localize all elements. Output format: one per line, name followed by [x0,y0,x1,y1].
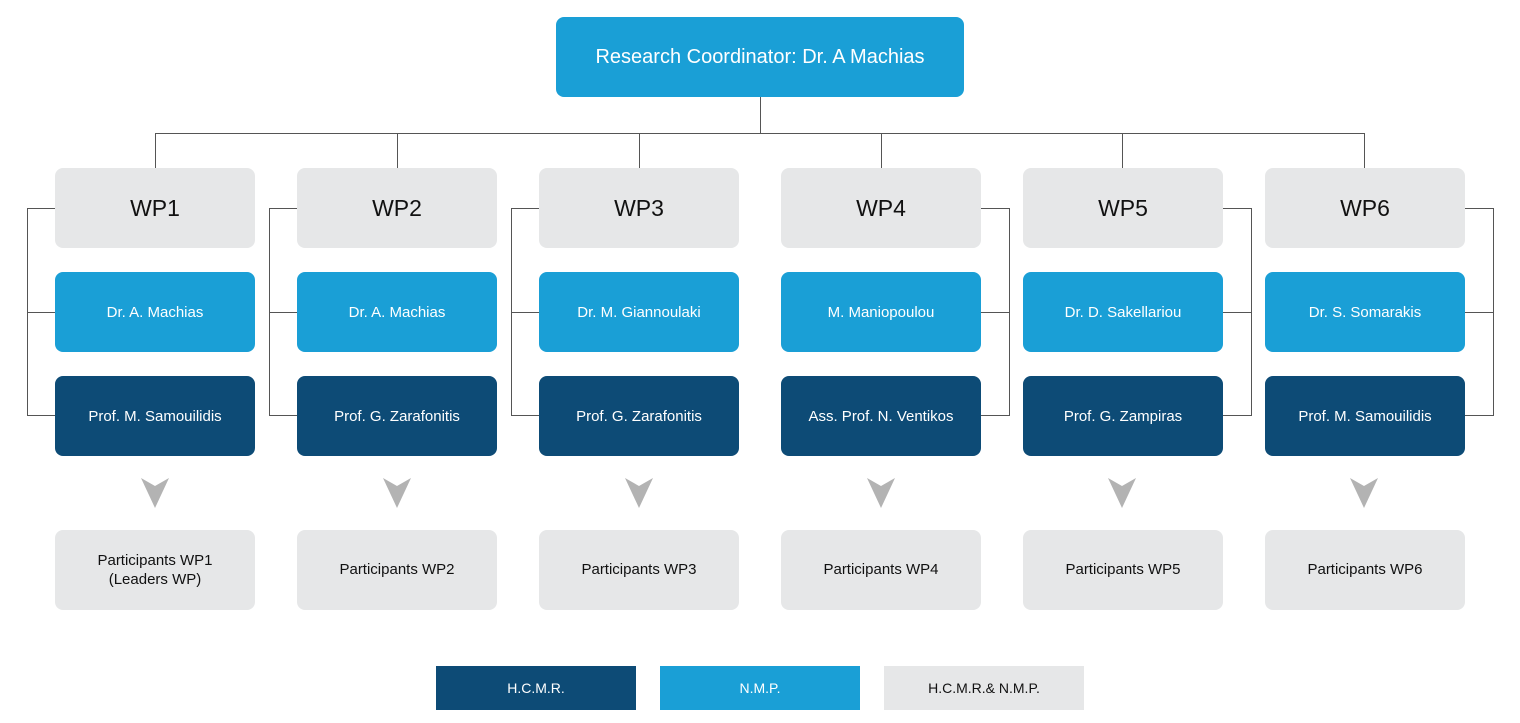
bracket-wp3-bottom [511,415,539,416]
participants-node: Participants WP6 [1265,530,1465,610]
participants-label: Participants WP2 [339,561,455,579]
hcmr-lead-label: Ass. Prof. N. Ventikos [808,407,954,425]
nmp-lead-node: Dr. A. Machias [297,272,497,352]
chevron-down-icon [867,478,895,508]
nmp-lead-node: Dr. M. Giannoulaki [539,272,739,352]
hcmr-lead-node: Prof. M. Samouilidis [55,376,255,456]
bracket-wp5-mid [1223,312,1251,313]
branch-bus [155,133,1365,134]
hcmr-lead-node: Prof. G. Zampiras [1023,376,1223,456]
branch-drop-wp4 [881,133,882,168]
bracket-wp2-top [269,208,297,209]
participants-label: Participants WP1 (Leaders WP) [97,551,213,589]
wp-label: WP3 [614,194,664,221]
branch-drop-wp2 [397,133,398,168]
nmp-lead-node: Dr. S. Somarakis [1265,272,1465,352]
participants-node: Participants WP2 [297,530,497,610]
hcmr-lead-node: Prof. G. Zarafonitis [297,376,497,456]
nmp-lead-label: Dr. S. Somarakis [1308,303,1422,321]
bracket-wp1-top [27,208,55,209]
wp-node: WP3 [539,168,739,248]
participants-node: Participants WP5 [1023,530,1223,610]
participants-label: Participants WP6 [1307,561,1423,579]
wp-label: WP6 [1340,194,1390,221]
bracket-wp1-bottom [27,415,55,416]
legend-item-nmp: N.M.P. [660,666,860,710]
participants-label: Participants WP5 [1065,561,1181,579]
research-coordinator-label: Research Coordinator: Dr. A Machias [595,45,925,68]
bracket-wp4-bottom [981,415,1009,416]
hcmr-lead-label: Prof. M. Samouilidis [88,407,222,425]
hcmr-lead-label: Prof. G. Zarafonitis [334,407,460,425]
branch-drop-wp6 [1364,133,1365,168]
bracket-wp2-bottom [269,415,297,416]
chevron-down-icon [141,478,169,508]
nmp-lead-node: Dr. D. Sakellariou [1023,272,1223,352]
wp-node: WP2 [297,168,497,248]
legend-item-hcmr: H.C.M.R. [436,666,636,710]
hcmr-lead-label: Prof. G. Zarafonitis [576,407,702,425]
wp-node: WP5 [1023,168,1223,248]
nmp-lead-label: Dr. D. Sakellariou [1064,303,1182,321]
wp-label: WP2 [372,194,422,221]
bracket-wp4-top [981,208,1009,209]
branch-drop-wp5 [1122,133,1123,168]
participants-label: Participants WP3 [581,561,697,579]
wp-node: WP6 [1265,168,1465,248]
wp-label: WP1 [130,194,180,221]
bracket-wp6-mid [1465,312,1493,313]
participants-node: Participants WP4 [781,530,981,610]
wp-label: WP5 [1098,194,1148,221]
wp-label: WP4 [856,194,906,221]
root-connector [760,97,761,133]
nmp-lead-node: M. Maniopoulou [781,272,981,352]
legend-label: H.C.M.R. [507,680,565,696]
chevron-down-icon [1350,478,1378,508]
nmp-lead-label: Dr. M. Giannoulaki [577,303,701,321]
nmp-lead-label: Dr. A. Machias [106,303,204,321]
bracket-wp2-mid [269,312,297,313]
participants-label: Participants WP4 [823,561,939,579]
hcmr-lead-node: Prof. G. Zarafonitis [539,376,739,456]
hcmr-lead-node: Ass. Prof. N. Ventikos [781,376,981,456]
bracket-wp5-vertical [1251,208,1252,416]
nmp-lead-label: Dr. A. Machias [348,303,446,321]
bracket-wp3-top [511,208,539,209]
nmp-lead-label: M. Maniopoulou [827,303,935,321]
chevron-down-icon [383,478,411,508]
nmp-lead-node: Dr. A. Machias [55,272,255,352]
bracket-wp1-mid [27,312,55,313]
chevron-down-icon [625,478,653,508]
branch-drop-wp1 [155,133,156,168]
bracket-wp6-vertical [1493,208,1494,416]
bracket-wp6-bottom [1465,415,1493,416]
hcmr-lead-label: Prof. G. Zampiras [1063,407,1183,425]
bracket-wp4-mid [981,312,1009,313]
bracket-wp5-bottom [1223,415,1251,416]
hcmr-lead-label: Prof. M. Samouilidis [1298,407,1432,425]
legend-label: H.C.M.R.& N.M.P. [928,680,1040,696]
hcmr-lead-node: Prof. M. Samouilidis [1265,376,1465,456]
research-coordinator-node: Research Coordinator: Dr. A Machias [556,17,964,97]
wp-node: WP4 [781,168,981,248]
branch-drop-wp3 [639,133,640,168]
participants-node: Participants WP3 [539,530,739,610]
bracket-wp6-top [1465,208,1493,209]
participants-node: Participants WP1 (Leaders WP) [55,530,255,610]
bracket-wp4-vertical [1009,208,1010,416]
chevron-down-icon [1108,478,1136,508]
bracket-wp5-top [1223,208,1251,209]
wp-node: WP1 [55,168,255,248]
legend-label: N.M.P. [739,680,781,696]
bracket-wp3-mid [511,312,539,313]
legend-item-hcmr-nmp: H.C.M.R.& N.M.P. [884,666,1084,710]
